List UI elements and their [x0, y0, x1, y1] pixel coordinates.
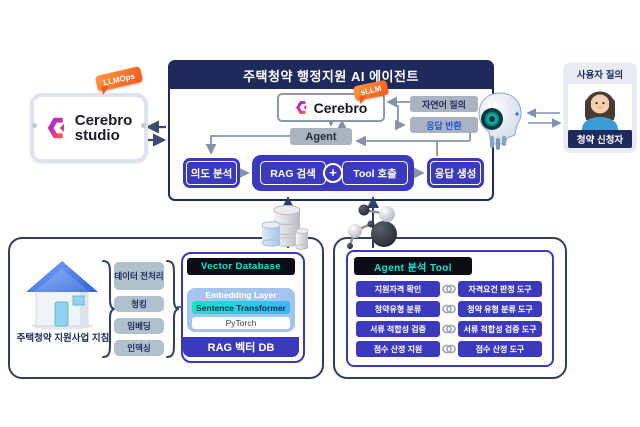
response-return-box: 응답 반환 [410, 117, 478, 133]
studio-name-line2: studio [74, 127, 120, 144]
tool-row-left: 청약유형 분류 [356, 301, 440, 317]
tool-row-right: 서류 적합성 검증 도구 [458, 321, 542, 337]
tool-row-right: 청약 유형 분류 도구 [458, 301, 542, 317]
pytorch-box: PyTorch [192, 317, 290, 329]
chain-link-icon [442, 284, 456, 294]
step-embedding: 임베딩 [114, 318, 164, 334]
cerebro-llm-label: Cerebro [313, 99, 368, 116]
tool-row-right: 자격요건 판정 도구 [458, 281, 542, 297]
response-generation-box: 응답 생성 [427, 158, 484, 188]
cerebro-studio-card: Cerebro studio [30, 93, 148, 163]
cerebro-studio-logo-icon [46, 116, 70, 140]
sentence-transformer-box: Sentence Transformer [192, 301, 290, 314]
llmops-badge: LLMOps [94, 66, 144, 92]
agent-tool-title: Agent 분석 Tool [354, 257, 472, 275]
intent-analysis-box: 의도 분석 [183, 158, 240, 188]
chain-link-icon [442, 344, 456, 354]
tool-molecule-icon [344, 203, 398, 253]
source-label: 주택청약 지원사업 지침 [16, 333, 110, 344]
house-icon [24, 258, 100, 330]
panel-title: 주택청약 행정지원 AI 에이전트 [170, 62, 492, 89]
tablet-dot-left [32, 123, 37, 128]
cerebro-logo-icon [295, 100, 310, 115]
vector-database-title: Vector Database [187, 258, 295, 275]
natural-language-query-box: 자연어 질의 [410, 96, 478, 112]
tool-call-box: Tool 호출 [342, 161, 408, 185]
step-indexing: 인덱싱 [114, 340, 164, 356]
agent-box: Agent [290, 128, 352, 145]
rag-vector-db-footer: RAG 벡터 DB [183, 337, 299, 357]
tablet-dot-right [141, 123, 146, 128]
right-brace-icon [166, 260, 179, 358]
rag-search-box: RAG 검색 [260, 161, 326, 185]
chain-link-icon [442, 304, 456, 314]
database-cylinders-icon [260, 203, 312, 253]
studio-name-line1: Cerebro [74, 111, 133, 129]
step-chunking: 청킹 [114, 296, 164, 312]
plus-icon: + [323, 163, 343, 183]
rag-tool-combo-box: RAG 검색 + Tool 호출 [252, 155, 414, 191]
user-panel-title: 사용자 질의 [576, 70, 624, 81]
ai-robot-head-icon [477, 92, 525, 150]
step-preprocess: 데이터 전처리 [114, 262, 164, 290]
tool-row-left: 서류 적합성 검증 [356, 321, 440, 337]
chain-link-icon [442, 324, 456, 334]
tool-row-right: 점수 산정 도구 [458, 341, 542, 357]
applicant-avatar [568, 84, 632, 130]
tool-row-left: 지원자격 확인 [356, 281, 440, 297]
left-brace-icon [102, 260, 115, 358]
applicant-label: 청약 신청자 [568, 130, 632, 148]
tool-row-left: 점수 산정 지원 [356, 341, 440, 357]
